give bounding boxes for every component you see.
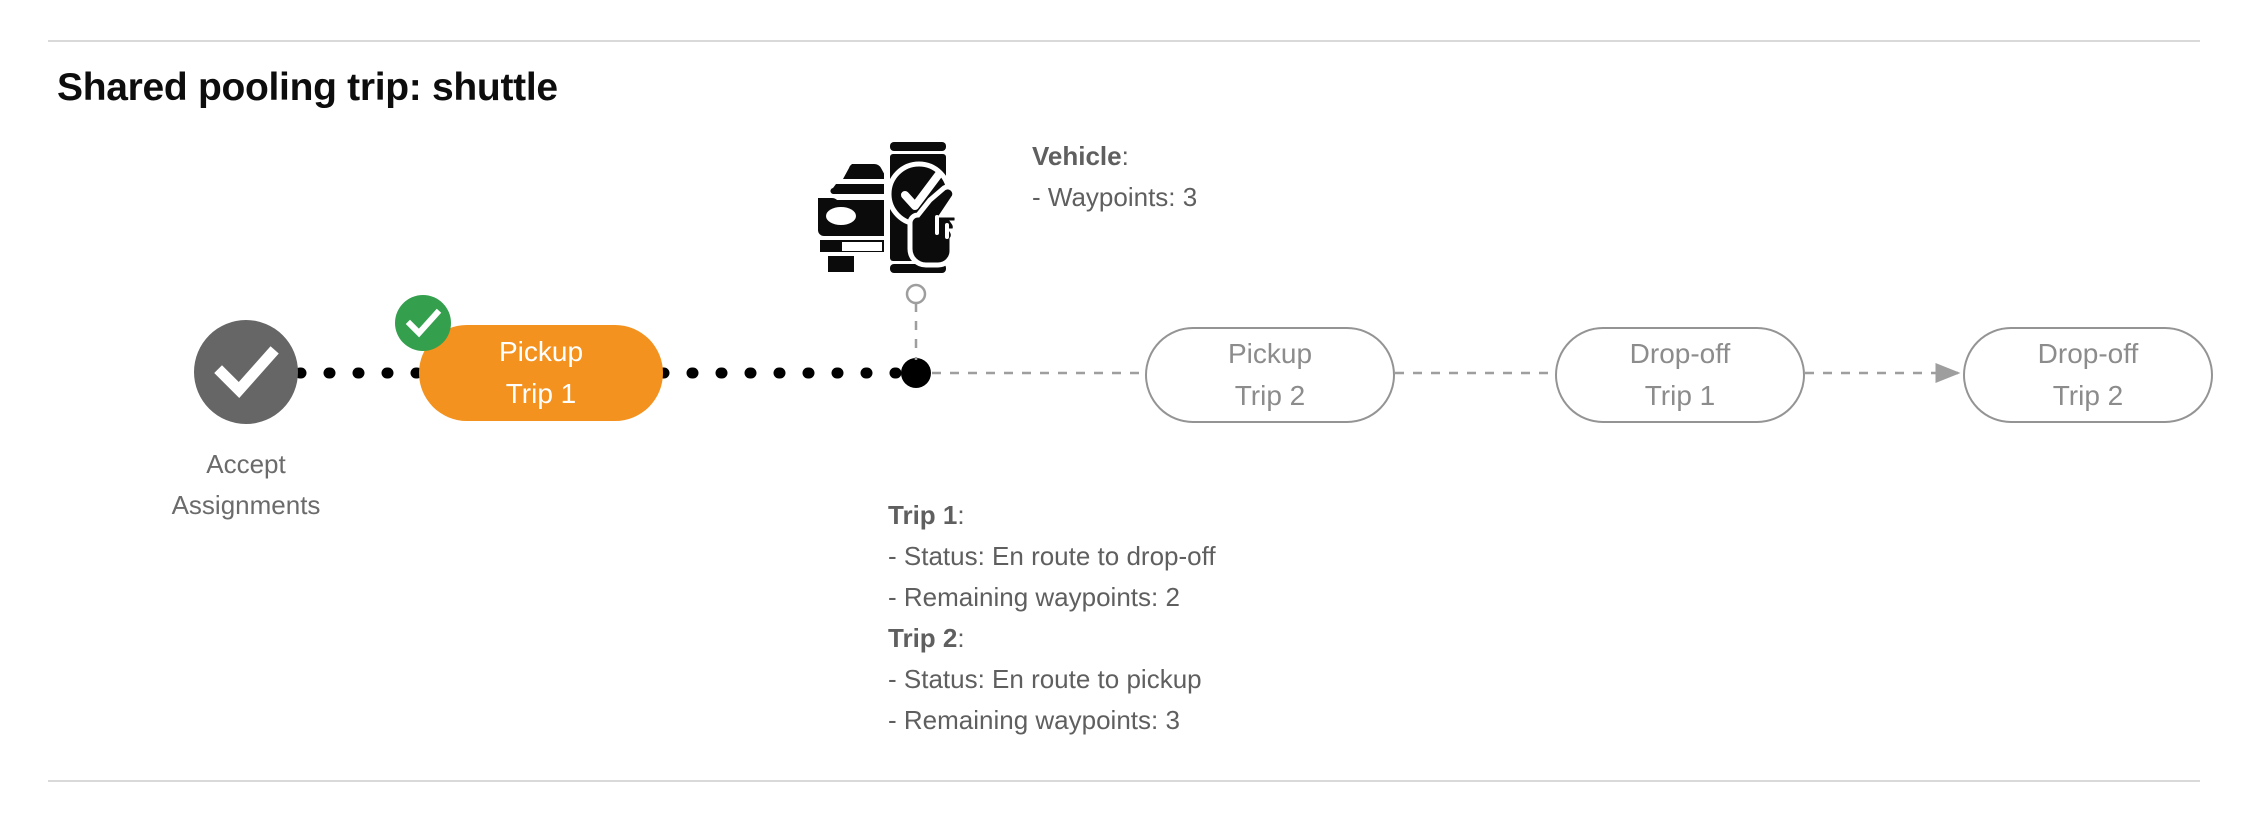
vehicle-waypoints-line: - Waypoints: 3 — [1032, 182, 1198, 212]
node-dropoff-trip-1-line2: Trip 1 — [1644, 380, 1716, 411]
page-title: Shared pooling trip: shuttle — [57, 66, 558, 109]
vehicle-position-dot — [901, 358, 931, 388]
node-pickup-trip-1-line1: Pickup — [498, 336, 584, 367]
node-pickup-trip-2-line2: Trip 2 — [1234, 380, 1306, 411]
node-accept-assignments-label: Accept Assignments — [106, 444, 386, 526]
check-badge-icon — [395, 295, 451, 351]
trip-2-heading-colon: : — [957, 623, 965, 653]
node-pickup-trip-1[interactable]: Pickup Trip 1 — [419, 325, 663, 421]
vehicle-info-block: Vehicle: - Waypoints: 3 — [1032, 136, 1197, 218]
node-dropoff-trip-1[interactable]: Drop-off Trip 1 — [1555, 327, 1805, 423]
vehicle-leader-ring — [905, 283, 927, 305]
trip-2-heading: Trip 2: — [888, 618, 1216, 659]
trip-info-block: Trip 1: - Status: En route to drop-off -… — [888, 495, 1216, 741]
node-pickup-trip-2-line1: Pickup — [1227, 338, 1313, 369]
trip-1-status-line: - Status: En route to drop-off — [888, 541, 1216, 571]
node-dropoff-trip-2[interactable]: Drop-off Trip 2 — [1963, 327, 2213, 423]
trip-1-heading: Trip 1: — [888, 495, 1216, 536]
vehicle-app-check-icon — [818, 122, 978, 277]
top-divider — [48, 40, 2200, 42]
vehicle-heading-colon: : — [1121, 141, 1129, 171]
trip-2-status-line: - Status: En route to pickup — [888, 664, 1202, 694]
start-label-line2: Assignments — [171, 490, 321, 520]
node-pickup-trip-1-line2: Trip 1 — [505, 378, 577, 409]
check-circle-icon — [214, 346, 279, 399]
node-dropoff-trip-2-line1: Drop-off — [2037, 338, 2139, 369]
vehicle-heading-label: Vehicle — [1032, 141, 1122, 171]
node-dropoff-trip-1-line1: Drop-off — [1629, 338, 1731, 369]
trip-1-waypoints-line: - Remaining waypoints: 2 — [888, 582, 1180, 612]
trip-1-heading-colon: : — [957, 500, 965, 530]
node-dropoff-trip-2-line2: Trip 2 — [2052, 380, 2124, 411]
trip-2-heading-label: Trip 2 — [888, 623, 958, 653]
node-accept-assignments[interactable] — [194, 320, 298, 424]
vehicle-info-heading: Vehicle: — [1032, 136, 1197, 177]
start-label-line1: Accept — [206, 449, 286, 479]
bottom-divider — [48, 780, 2200, 782]
trip-2-waypoints-line: - Remaining waypoints: 3 — [888, 705, 1180, 735]
node-pickup-trip-2[interactable]: Pickup Trip 2 — [1145, 327, 1395, 423]
trip-1-heading-label: Trip 1 — [888, 500, 958, 530]
